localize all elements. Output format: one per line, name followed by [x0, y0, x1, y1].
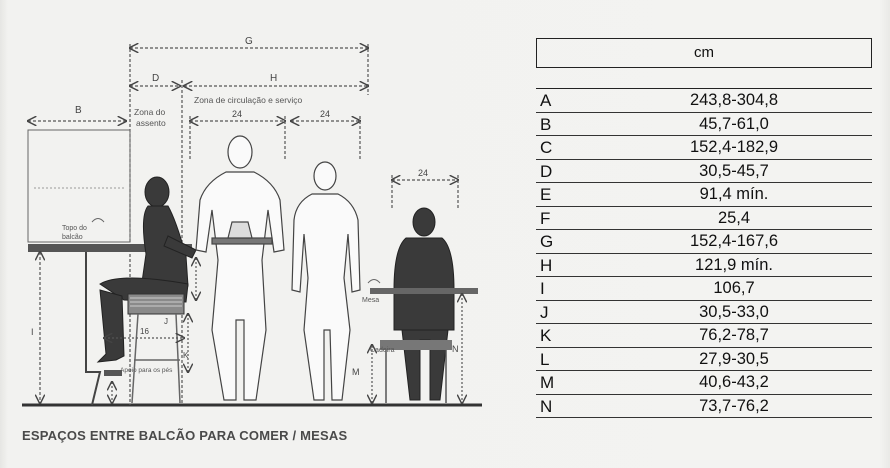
table-top	[370, 288, 478, 294]
row-key: E	[540, 185, 552, 204]
row-value: 25,4	[717, 208, 751, 227]
dimension-24-walker	[291, 116, 360, 160]
row-value: 243,8-304,8	[689, 91, 779, 109]
dim-G-label: G	[245, 36, 253, 47]
row-key: H	[540, 255, 553, 275]
row-value: 152,4-167,6	[689, 232, 779, 250]
table-row: B 45,7-61,0	[536, 113, 872, 136]
dim-D-label: D	[152, 73, 159, 84]
row-key: B	[540, 114, 552, 134]
table-row: G 152,4-167,6	[536, 230, 872, 254]
table-row: A 243,8-304,8	[536, 89, 872, 113]
dim-24-diner-label: 24	[418, 168, 428, 178]
seated-person-table	[393, 207, 455, 401]
counter-top-label-2: balcão	[62, 234, 83, 241]
zone-circulation-label: Zona de circulação e serviço	[194, 95, 302, 105]
table-row: M 40,6-43,2	[536, 371, 872, 395]
dimension-24-diner	[392, 175, 458, 210]
row-key: A	[540, 91, 552, 110]
table-row: J 30,5-33,0	[536, 301, 872, 324]
table-row: E 91,4 mín.	[536, 183, 872, 207]
dim-K-label: K	[183, 351, 189, 360]
row-value: 40,6-43,2	[699, 373, 769, 391]
row-value: 45,7-61,0	[699, 114, 769, 133]
row-key: D	[540, 161, 553, 181]
row-value: 76,2-78,7	[699, 326, 769, 344]
row-value: 73,7-76,2	[699, 396, 769, 415]
row-key: J	[540, 302, 549, 322]
dim-N-label: N	[452, 344, 459, 354]
zone-seat-label-1: Zona do	[134, 107, 165, 117]
dimension-24-server	[190, 116, 285, 160]
chair-label: Cadeira	[370, 347, 395, 354]
footrest-label: Apoio para os pés	[120, 367, 173, 374]
table-row: N 73,7-76,2	[536, 395, 872, 418]
row-value: 121,9 mín.	[695, 255, 773, 274]
dim-I-label: I	[31, 327, 34, 337]
counter-spacing-drawing: G D H Zona do assento Zona de circulação…	[22, 36, 482, 407]
counter-top-label-1: Topo do	[62, 225, 87, 232]
row-key: C	[540, 138, 553, 157]
chair	[380, 340, 452, 350]
counter-top	[28, 244, 192, 252]
dim-M-label: M	[352, 367, 360, 377]
table-row: D 30,5-45,7	[536, 160, 872, 183]
counter-back-panel	[27, 129, 131, 243]
row-key: M	[540, 373, 555, 392]
table-row: H 121,9 mín.	[536, 254, 872, 277]
table-label: Mesa	[362, 297, 379, 304]
dim-24-walker-label: 24	[320, 109, 330, 119]
table-row: I 106,7	[536, 277, 872, 301]
standing-walker	[291, 161, 361, 401]
row-key: G	[540, 232, 554, 251]
row-key: F	[540, 208, 551, 228]
table-row: F 25,4	[536, 207, 872, 230]
counter-base	[85, 252, 102, 406]
row-value: 30,5-45,7	[699, 161, 769, 180]
row-key: N	[540, 396, 553, 416]
footrest	[104, 370, 122, 376]
table-row: L 27,9-30,5	[536, 348, 872, 371]
table-row: C 152,4-182,9	[536, 136, 872, 160]
dim-H-label: H	[270, 73, 277, 84]
dim-J-label: J	[164, 317, 168, 326]
row-value: 91,4 mín.	[699, 185, 769, 203]
dim-16-label: 16	[140, 327, 149, 336]
row-value: 152,4-182,9	[689, 138, 779, 156]
row-value: 27,9-30,5	[699, 349, 769, 368]
dim-24-server-label: 24	[232, 109, 242, 119]
row-key: L	[540, 349, 550, 369]
zone-seat-label-2: assento	[136, 118, 166, 128]
table-header-unit: cm	[536, 38, 872, 68]
row-value: 30,5-33,0	[699, 302, 769, 321]
row-key: I	[540, 279, 545, 298]
figure-caption: ESPAÇOS ENTRE BALCÃO PARA COMER / MESAS	[22, 428, 348, 443]
standing-waiter	[195, 135, 285, 401]
stool	[127, 293, 185, 404]
row-value: 106,7	[713, 279, 755, 297]
dim-B-label: B	[75, 105, 82, 116]
row-key: K	[540, 326, 552, 345]
table-row: K 76,2-78,7	[536, 324, 872, 348]
